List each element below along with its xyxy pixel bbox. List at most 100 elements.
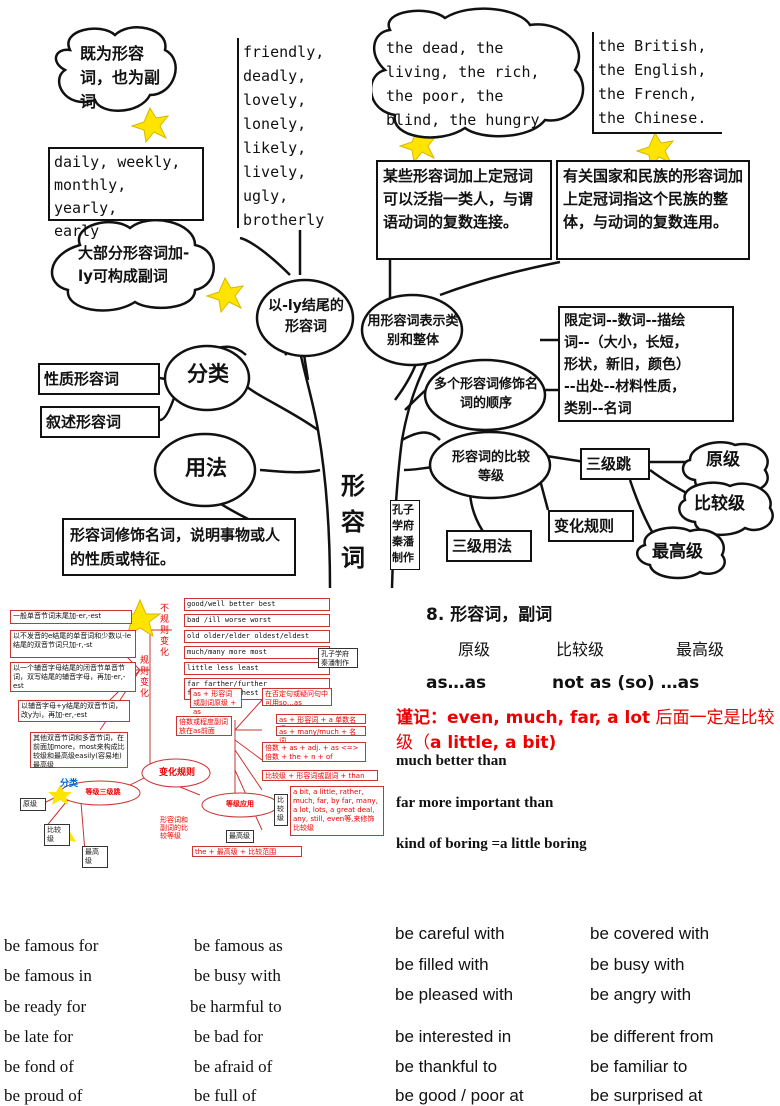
nation-word: the French,	[598, 85, 698, 103]
branch-order: 多个形容词修饰名词的顺序	[433, 377, 538, 411]
phrase-right-6a: be good / poor at	[395, 1086, 524, 1105]
phrase-right-2b: be busy with	[590, 955, 685, 974]
remember-mid: 后面一定是比较级（	[396, 708, 775, 753]
phrase-right-2a: be filled with	[395, 955, 489, 974]
usage-description-box: 形容词修饰名词，说明事物或人的性质或特征。	[62, 518, 296, 576]
nation-rule-box: 有关国家和民族的形容词加上定冠词指这个民族的整体，与动词的复数连用。	[556, 160, 750, 260]
label-change-rule: 变化规则	[548, 510, 634, 542]
phrase-left-2b: be busy with	[194, 966, 281, 985]
branch-ly-ending: 以-ly结尾的形容词	[268, 298, 344, 335]
daily-line: daily, weekly,	[54, 153, 181, 171]
remember-prefix: 谨记：	[396, 708, 447, 728]
example-1: much better than	[396, 753, 507, 769]
nation-word: the British,	[598, 37, 707, 55]
phrase-right-5b: be familiar to	[590, 1057, 688, 1076]
the-adj-line: the poor, the	[386, 87, 504, 105]
phrase-right-6b: be surprised at	[590, 1086, 703, 1105]
nation-word: the English,	[598, 61, 707, 79]
mini-ranking: 比较级	[274, 794, 288, 826]
mini-regular-title: 规则变化	[140, 656, 150, 699]
trunk-char: 词	[341, 544, 365, 572]
ly-word: friendly,	[243, 43, 325, 61]
irregular-row: much/many more most	[184, 646, 330, 659]
phrase-left-6a: be proud of	[4, 1086, 83, 1105]
nation-word-list: the British, the English, the French, th…	[592, 32, 722, 134]
phrase-left-5b: be afraid of	[194, 1057, 273, 1076]
stamp-line: 秦潘	[392, 535, 414, 548]
mini-usage: 等级应用	[226, 800, 254, 808]
ly-word: lonely,	[243, 115, 307, 133]
mini-superlative-label: 最高级	[226, 830, 254, 843]
trunk-char: 形	[341, 472, 365, 500]
mini-comparative: 比较级	[44, 824, 70, 846]
phrase-left-3b: be harmful to	[190, 997, 282, 1016]
nation-word: the Chinese.	[598, 109, 707, 127]
bubble-positive-degree: 原级	[706, 450, 740, 470]
phrase-left-1a: be famous for	[4, 936, 99, 955]
label-three-jump: 三级跳	[580, 448, 650, 480]
phrase-right-3a: be pleased with	[395, 985, 514, 1004]
adjective-mind-map: 既为形容词，也为副词 friendly, deadly, lovely, lon…	[38, 7, 774, 588]
the-adj-line: the dead, the	[386, 39, 504, 57]
mini-superlative: 最高级	[82, 846, 108, 868]
bubble-comparative-degree: 比较级	[694, 494, 745, 514]
mini-usage-1: as + 形容词或副词原级 + as	[190, 688, 242, 716]
mini-rule-5: 其他双音节词和多音节词，在前面加more，most来构成比较级和最高级easil…	[30, 732, 128, 769]
mini-rule-1: 一般单音节词末尾加-er,-est	[10, 610, 132, 624]
section-8-title: 8. 形容词，副词	[426, 605, 553, 625]
mini-compare-note: 形容词和副词的比较等级	[160, 816, 188, 840]
mini-rule-2: 以不发音的e结尾的单音词和少数以-le结尾的双音节词只加-r,-st	[10, 630, 136, 658]
phrase-left-2a: be famous in	[4, 966, 92, 985]
mini-usage-3: 在否定句或疑问句中可用so…as	[262, 688, 332, 707]
phrase-right-1b: be covered with	[590, 924, 710, 943]
author-stamp: 孔子 学府 秦潘 制作	[390, 500, 420, 570]
label-narrative-adjective: 叙述形容词	[40, 406, 160, 438]
bubble-ly-adverb: 大部分形容词加-ly可构成副词	[78, 244, 190, 285]
ly-word: brotherly	[243, 211, 325, 229]
mini-irregular-table: good/well better best bad /ill worse wor…	[184, 598, 330, 700]
phrase-right-1a: be careful with	[395, 924, 505, 943]
example-3: kind of boring =a little boring	[396, 836, 587, 852]
mini-rule-4: 以辅音字母+y结尾的双音节词，改y为i，再加-er,-est	[18, 700, 130, 722]
remember-note: 谨记：even, much, far, a lot 后面一定是比较级（a lit…	[396, 706, 776, 756]
header-positive: 原级	[458, 640, 491, 659]
branch-usage: 用法	[185, 456, 227, 480]
mini-usage-7: 比较级 + 形容词或副词 + than	[262, 770, 378, 781]
mini-usage-6: 倍数 + as + adj. + as <=> 倍数 + the + n + o…	[262, 742, 366, 762]
adjective-order-box: 限定词--数词--描绘 词--（大小，长短， 形状，新旧，颜色） --出处--材…	[558, 306, 734, 422]
mini-irregular-title: 不规则变化	[160, 604, 170, 658]
ly-adjective-list: friendly, deadly, lovely, lonely, likely…	[237, 38, 372, 229]
plural-rule-box: 某些形容词加上定冠词可以泛指一类人，与谓语动词的复数连接。	[376, 160, 552, 260]
stamp-line: 学府	[392, 519, 414, 532]
irregular-row: bad /ill worse worst	[184, 614, 330, 627]
stamp-line: 孔子	[392, 503, 414, 516]
remember-tail: a little, a bit)	[430, 733, 557, 753]
order-line: 形状，新旧，颜色）	[564, 357, 690, 373]
mini-map-lines	[39, 598, 279, 853]
header-superlative: 最高级	[676, 640, 725, 659]
order-line: 词--（大小，长短，	[564, 335, 688, 351]
daily-adverb-box: daily, weekly, monthly, yearly, early	[48, 147, 204, 240]
pattern-not-as-as: not as (so) …as	[552, 673, 700, 693]
mini-classify: 分类	[60, 779, 79, 789]
phrase-left-4a: be late for	[4, 1027, 73, 1046]
phrase-right-4b: be different from	[590, 1027, 714, 1046]
phrase-left-3a: be ready for	[4, 997, 87, 1016]
branch-comparison: 形容词的比较等级	[451, 450, 530, 484]
bubble-superlative-degree: 最高级	[652, 542, 703, 562]
mini-three-jump: 等级三级跳	[85, 788, 121, 796]
header-comparative: 比较级	[556, 640, 605, 659]
label-quality-adjective: 性质形容词	[38, 363, 160, 395]
branch-classify: 分类	[187, 362, 229, 386]
mini-usage-5: as + many/much + 名词	[276, 726, 366, 745]
mini-positive: 原级	[20, 798, 46, 811]
mini-usage-8: a bit, a little, rather, much, far, by f…	[290, 786, 384, 836]
pattern-as-as: as…as	[426, 673, 487, 693]
order-line: 限定词--数词--描绘	[564, 313, 686, 329]
ly-word: likely,	[243, 139, 307, 157]
example-2: far more important than	[396, 795, 554, 811]
comparison-mini-map: 一般单音节词末尾加-er,-est 以不发音的e结尾的单音词和少数以-le结尾的…	[0, 590, 390, 868]
the-adj-line: living, the rich,	[386, 63, 540, 81]
irregular-row: little less least	[184, 662, 330, 675]
bubble-the-adjective-examples: the dead, the living, the rich, the poor…	[386, 36, 566, 132]
